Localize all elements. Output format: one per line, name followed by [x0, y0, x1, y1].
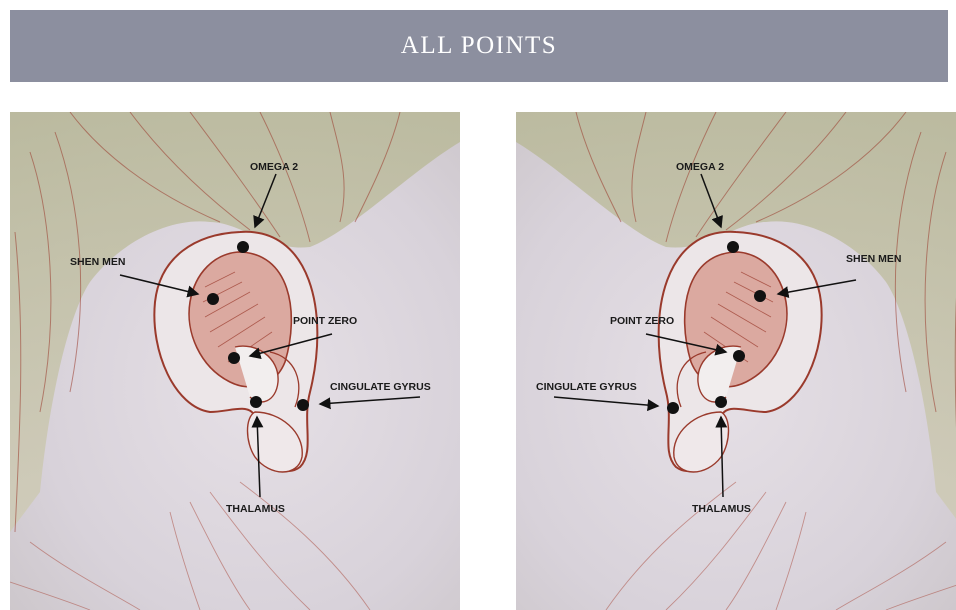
point-zero	[733, 350, 745, 362]
label-thalamus: THALAMUS	[692, 503, 751, 515]
right-ear-panel: OMEGA 2 SHEN MEN POINT ZERO CINGULATE GY…	[516, 112, 956, 610]
label-point-zero: POINT ZERO	[610, 315, 674, 327]
right-ear-illustration: OMEGA 2 SHEN MEN POINT ZERO CINGULATE GY…	[516, 112, 956, 610]
label-omega2: OMEGA 2	[676, 161, 724, 173]
point-cingulate-gyrus	[297, 399, 309, 411]
left-ear-illustration: OMEGA 2 SHEN MEN POINT ZERO CINGULATE GY…	[10, 112, 460, 610]
point-omega2	[237, 241, 249, 253]
label-cingulate-gyrus: CINGULATE GYRUS	[330, 381, 431, 393]
label-shen-men: SHEN MEN	[70, 256, 125, 268]
left-ear-panel: OMEGA 2 SHEN MEN POINT ZERO CINGULATE GY…	[10, 112, 460, 610]
label-shen-men: SHEN MEN	[846, 253, 901, 265]
title-banner: ALL POINTS	[10, 10, 948, 82]
point-omega2	[727, 241, 739, 253]
point-thalamus	[250, 396, 262, 408]
label-thalamus: THALAMUS	[226, 503, 285, 515]
label-point-zero: POINT ZERO	[293, 315, 357, 327]
point-shen-men	[207, 293, 219, 305]
label-omega2: OMEGA 2	[250, 161, 298, 173]
page-title: ALL POINTS	[401, 32, 557, 60]
label-cingulate-gyrus: CINGULATE GYRUS	[536, 381, 637, 393]
point-zero	[228, 352, 240, 364]
point-cingulate-gyrus	[667, 402, 679, 414]
point-shen-men	[754, 290, 766, 302]
point-thalamus	[715, 396, 727, 408]
